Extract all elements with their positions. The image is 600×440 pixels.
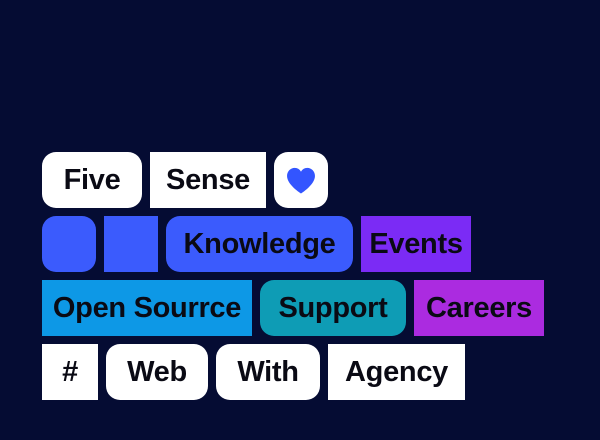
tag-heart-icon-0-2[interactable] xyxy=(274,152,328,208)
tag-blank-1-1[interactable] xyxy=(104,216,158,272)
tag-label: With xyxy=(237,355,299,388)
tag-sense-0-1[interactable]: Sense xyxy=(150,152,266,208)
tag-label: Agency xyxy=(345,355,448,388)
tag-label: Five xyxy=(63,163,121,196)
tag-label: # xyxy=(62,355,78,388)
tag-row: Open Sourrce Support Careers xyxy=(42,280,562,336)
tag-agency-3-3[interactable]: Agency xyxy=(328,344,465,400)
tag-label: Support xyxy=(278,291,388,324)
tag-web-3-1[interactable]: Web xyxy=(106,344,208,400)
tag-careers-2-2[interactable]: Careers xyxy=(414,280,544,336)
tag-blank-1-0[interactable] xyxy=(42,216,96,272)
tag-with-3-2[interactable]: With xyxy=(216,344,320,400)
tag-label: Open Sourrce xyxy=(52,291,242,324)
tag-label: Knowledge xyxy=(183,227,336,260)
tag-label: Careers xyxy=(426,291,532,324)
tag-row: Five Sense xyxy=(42,152,562,208)
heart-icon xyxy=(286,167,316,194)
tag-label: Sense xyxy=(166,163,250,196)
tag-label: Web xyxy=(127,355,187,388)
tag-blank-3-0[interactable]: # xyxy=(42,344,98,400)
tag-open-sourrce-2-0[interactable]: Open Sourrce xyxy=(42,280,252,336)
tag-row: Knowledge Events xyxy=(42,216,562,272)
tag-support-2-1[interactable]: Support xyxy=(260,280,406,336)
tag-knowledge-1-2[interactable]: Knowledge xyxy=(166,216,353,272)
tag-events-1-3[interactable]: Events xyxy=(361,216,471,272)
tag-row: # Web With Agency xyxy=(42,344,562,400)
tag-label: Events xyxy=(369,227,463,260)
tag-five-0-0[interactable]: Five xyxy=(42,152,142,208)
